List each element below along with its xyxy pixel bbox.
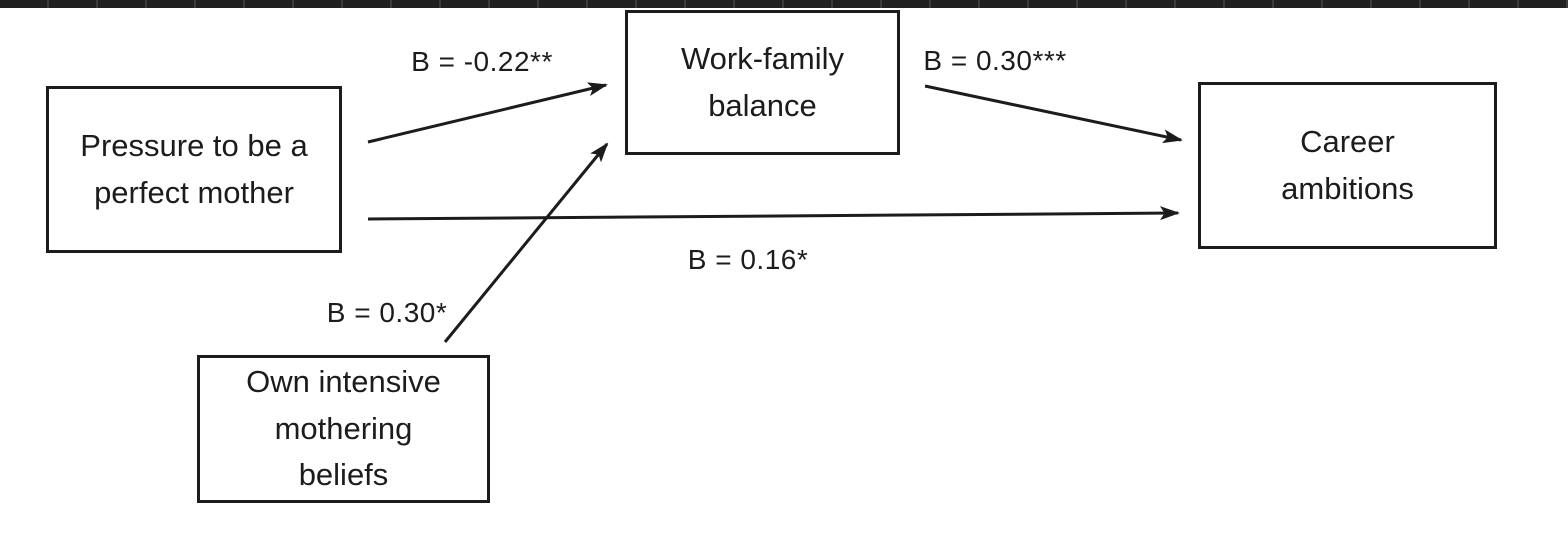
coefficient-label-oimb-wfb: B = 0.30* (326, 297, 448, 328)
coefficient-label-wfb-career: B = 0.30*** (923, 45, 1067, 76)
arrow-pressure-to-wfb (367, 82, 608, 144)
coefficient-label-pressure-wfb: B = -0.22** (411, 46, 553, 77)
node-own-intensive-mothering-beliefs: Own intensive mothering beliefs (197, 355, 490, 503)
node-career-ambitions: Career ambitions (1198, 82, 1497, 249)
arrow-oimb-to-wfb (443, 142, 609, 343)
node-work-family-balance: Work-family balance (625, 10, 900, 155)
coefficient-label-pressure-career: B = 0.16* (687, 244, 809, 275)
arrow-pressure-to-career (367, 206, 1180, 221)
timeline-strip (0, 0, 1568, 8)
node-pressure-to-be-perfect-mother: Pressure to be a perfect mother (46, 86, 342, 253)
arrow-wfb-to-career (924, 84, 1183, 144)
